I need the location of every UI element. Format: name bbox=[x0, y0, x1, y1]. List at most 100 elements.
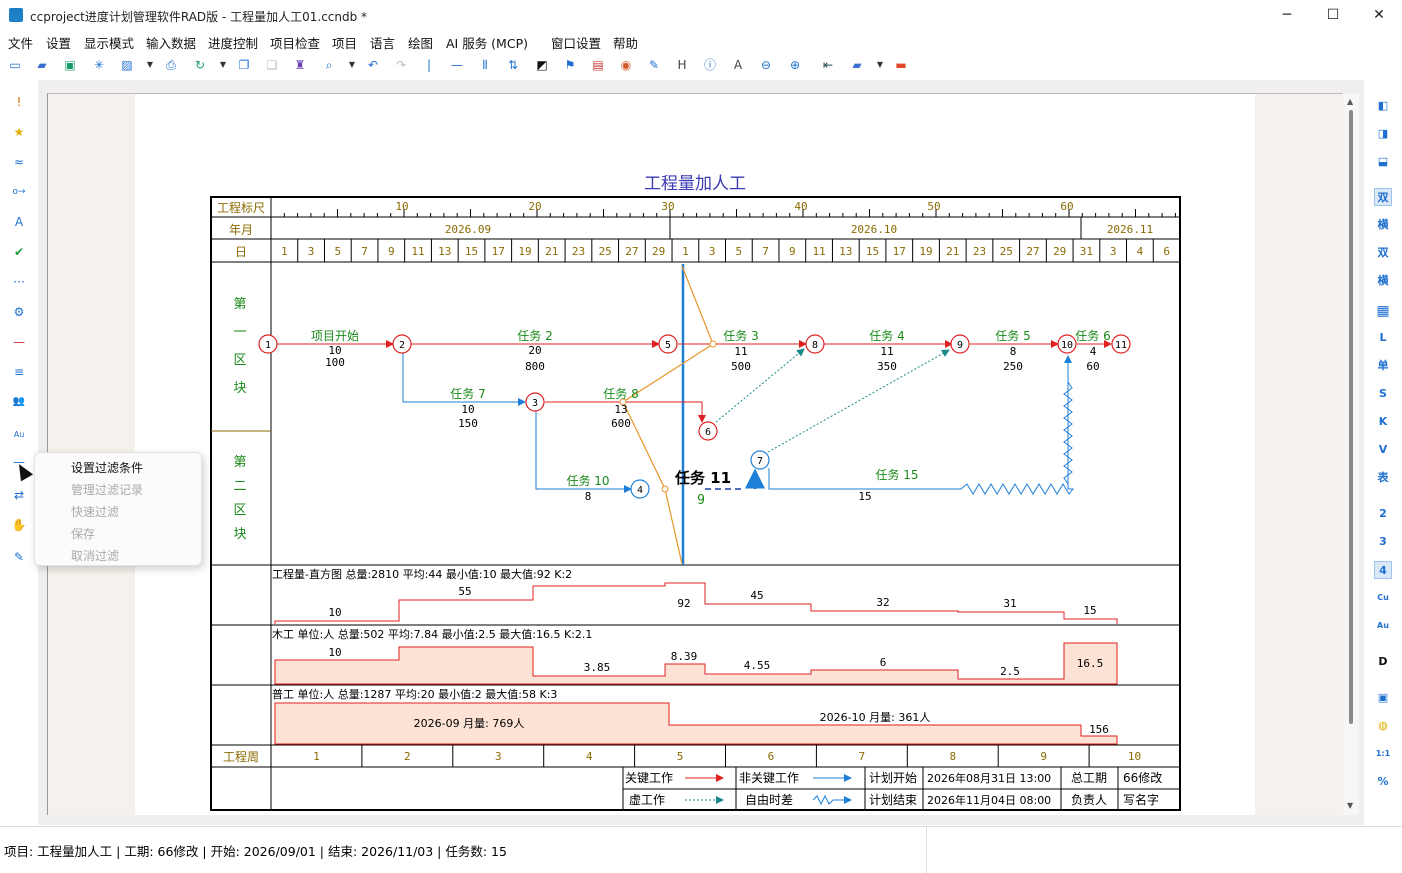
font-au-icon[interactable]: Au bbox=[13, 430, 25, 439]
checker-icon[interactable]: ◩ bbox=[536, 58, 548, 72]
menu-set-filter[interactable]: 设置过滤条件 bbox=[71, 461, 144, 475]
text-underline-icon[interactable]: A bbox=[733, 58, 743, 72]
minimize-button[interactable]: ─ bbox=[1282, 7, 1292, 23]
close-button[interactable]: ✕ bbox=[1373, 7, 1385, 23]
check-icon[interactable]: ✔ bbox=[13, 245, 25, 259]
arrow-2-3[interactable] bbox=[402, 352, 526, 406]
chevron-down-icon[interactable]: ▼ bbox=[146, 60, 154, 69]
gear-icon[interactable]: ⚙ bbox=[13, 305, 25, 319]
scroll-up-icon[interactable]: ▲ bbox=[1347, 97, 1354, 106]
au-button[interactable]: Au bbox=[1377, 621, 1389, 630]
search-icon[interactable]: ⌕ bbox=[325, 58, 333, 72]
menu-window-settings[interactable]: 窗口设置 bbox=[551, 36, 602, 51]
copy-icon[interactable]: ❐ bbox=[238, 58, 250, 72]
signpost-icon[interactable]: ⚑ bbox=[564, 58, 576, 72]
undo-icon[interactable]: ↶ bbox=[367, 58, 379, 72]
horizontal-mode-alt-button[interactable]: 横 bbox=[1377, 274, 1389, 287]
v-mode-button[interactable]: V bbox=[1378, 443, 1388, 456]
menu-settings[interactable]: 设置 bbox=[46, 36, 72, 51]
dual-mode-button[interactable]: 双 bbox=[1374, 188, 1392, 206]
calendar-icon[interactable]: ▣ bbox=[1377, 691, 1389, 704]
node-arrow-icon[interactable]: o→ bbox=[12, 187, 26, 197]
dual-mode-alt-button[interactable]: 双 bbox=[1377, 246, 1389, 259]
menu-display-mode[interactable]: 显示模式 bbox=[84, 36, 135, 51]
k-mode-button[interactable]: K bbox=[1378, 415, 1388, 428]
text-size-icon[interactable]: A bbox=[14, 215, 24, 229]
header-icon[interactable]: H bbox=[677, 58, 687, 72]
open-folder-icon[interactable]: ▰ bbox=[37, 58, 47, 72]
sort-list-icon[interactable]: ≡ bbox=[13, 365, 25, 379]
menu-project[interactable]: 项目 bbox=[332, 36, 358, 51]
users-icon[interactable]: 👥 bbox=[12, 396, 26, 407]
redo-icon[interactable]: ↷ bbox=[395, 58, 407, 72]
level-3-button[interactable]: 3 bbox=[1379, 535, 1387, 548]
layout-bottom-icon[interactable]: ⬓ bbox=[1377, 155, 1389, 168]
image-export-icon[interactable]: ▨ bbox=[121, 58, 133, 72]
s-mode-button[interactable]: S bbox=[1379, 387, 1387, 400]
menu-file[interactable]: 文件 bbox=[8, 36, 34, 51]
document-delete-icon[interactable]: ▤ bbox=[592, 58, 604, 72]
folder-icon[interactable]: ▰ bbox=[852, 58, 862, 72]
horizontal-mode-button[interactable]: 横 bbox=[1377, 218, 1389, 231]
menu-project-check[interactable]: 项目检查 bbox=[270, 36, 321, 51]
star-icon[interactable]: ★ bbox=[13, 125, 25, 139]
zoom-in-icon[interactable]: ⊕ bbox=[789, 58, 801, 72]
asterisk-icon[interactable]: ✳ bbox=[93, 58, 105, 72]
percent-button[interactable]: % bbox=[1377, 775, 1389, 788]
menu-save[interactable]: 保存 bbox=[71, 527, 96, 541]
refresh-icon[interactable]: ↻ bbox=[194, 58, 206, 72]
table-icon[interactable]: ▦ bbox=[1376, 303, 1390, 319]
menu-progress-control[interactable]: 进度控制 bbox=[208, 36, 259, 51]
arrow-3-6[interactable] bbox=[545, 401, 706, 423]
format-brush-icon[interactable]: ♜ bbox=[294, 58, 306, 72]
menu-ai-service[interactable]: AI 服务 (MCP) bbox=[446, 36, 528, 51]
scrollbar-thumb[interactable] bbox=[1349, 110, 1353, 724]
sort-icon[interactable]: ⇅ bbox=[507, 58, 519, 72]
l-mode-button[interactable]: L bbox=[1379, 331, 1387, 344]
dotted-line-icon[interactable]: ··· bbox=[13, 275, 25, 289]
menu-language[interactable]: 语言 bbox=[370, 36, 396, 51]
horizontal-line-icon[interactable]: — bbox=[451, 58, 463, 72]
paste-icon[interactable]: ❑ bbox=[266, 58, 278, 72]
swap-icon[interactable]: ⇄ bbox=[13, 488, 25, 502]
menu-help[interactable]: 帮助 bbox=[613, 36, 639, 51]
level-4-button[interactable]: 4 bbox=[1374, 561, 1392, 579]
layout-right-icon[interactable]: ◨ bbox=[1377, 127, 1389, 140]
palette-icon[interactable]: ◉ bbox=[620, 58, 632, 72]
new-file-icon[interactable]: ▭ bbox=[9, 58, 21, 72]
pen-icon[interactable]: ✎ bbox=[13, 550, 25, 564]
level-2-button[interactable]: 2 bbox=[1379, 507, 1387, 520]
layout-left-icon[interactable]: ◧ bbox=[1377, 99, 1389, 112]
menu-quick-filter[interactable]: 快速过滤 bbox=[71, 505, 120, 519]
red-line-icon[interactable]: — bbox=[13, 335, 25, 349]
chevron-down-icon[interactable]: ▼ bbox=[876, 60, 884, 69]
zoom-out-icon[interactable]: ⊖ bbox=[760, 58, 772, 72]
wave-icon[interactable]: ≈ bbox=[13, 155, 25, 169]
scroll-down-icon[interactable]: ▼ bbox=[1347, 801, 1354, 810]
menu-input-data[interactable]: 输入数据 bbox=[146, 36, 197, 51]
menu-manage-filters[interactable]: 管理过滤记录 bbox=[71, 483, 144, 497]
warning-icon[interactable]: ! bbox=[16, 95, 22, 109]
menu-cancel-filter[interactable]: 取消过滤 bbox=[71, 549, 120, 563]
virtual-7-9[interactable] bbox=[767, 349, 950, 453]
info-icon[interactable]: ⓘ bbox=[703, 58, 716, 72]
virtual-6-8[interactable] bbox=[715, 348, 805, 423]
columns-icon[interactable]: ⦀ bbox=[482, 58, 488, 72]
save-icon[interactable]: ▣ bbox=[64, 58, 76, 72]
filter-line-icon[interactable]: — bbox=[13, 455, 25, 469]
arrow-3-4[interactable] bbox=[535, 411, 632, 493]
menu-draw[interactable]: 绘图 bbox=[408, 36, 434, 51]
edit-document-icon[interactable]: ✎ bbox=[648, 58, 660, 72]
arrow-7-10-line[interactable] bbox=[768, 468, 961, 490]
d-button[interactable]: D bbox=[1378, 655, 1388, 668]
single-mode-button[interactable]: 单 bbox=[1377, 359, 1389, 372]
print-icon[interactable]: ⎙ bbox=[166, 58, 176, 72]
toolbox-icon[interactable]: ▬ bbox=[895, 58, 907, 72]
vertical-line-icon[interactable]: | bbox=[426, 58, 432, 72]
zoom-1-1-button[interactable]: 1:1 bbox=[1375, 749, 1391, 758]
chevron-down-icon[interactable]: ▼ bbox=[348, 60, 356, 69]
cu-button[interactable]: Cu bbox=[1377, 593, 1389, 602]
comment-icon[interactable]: ◍ bbox=[1378, 719, 1388, 732]
